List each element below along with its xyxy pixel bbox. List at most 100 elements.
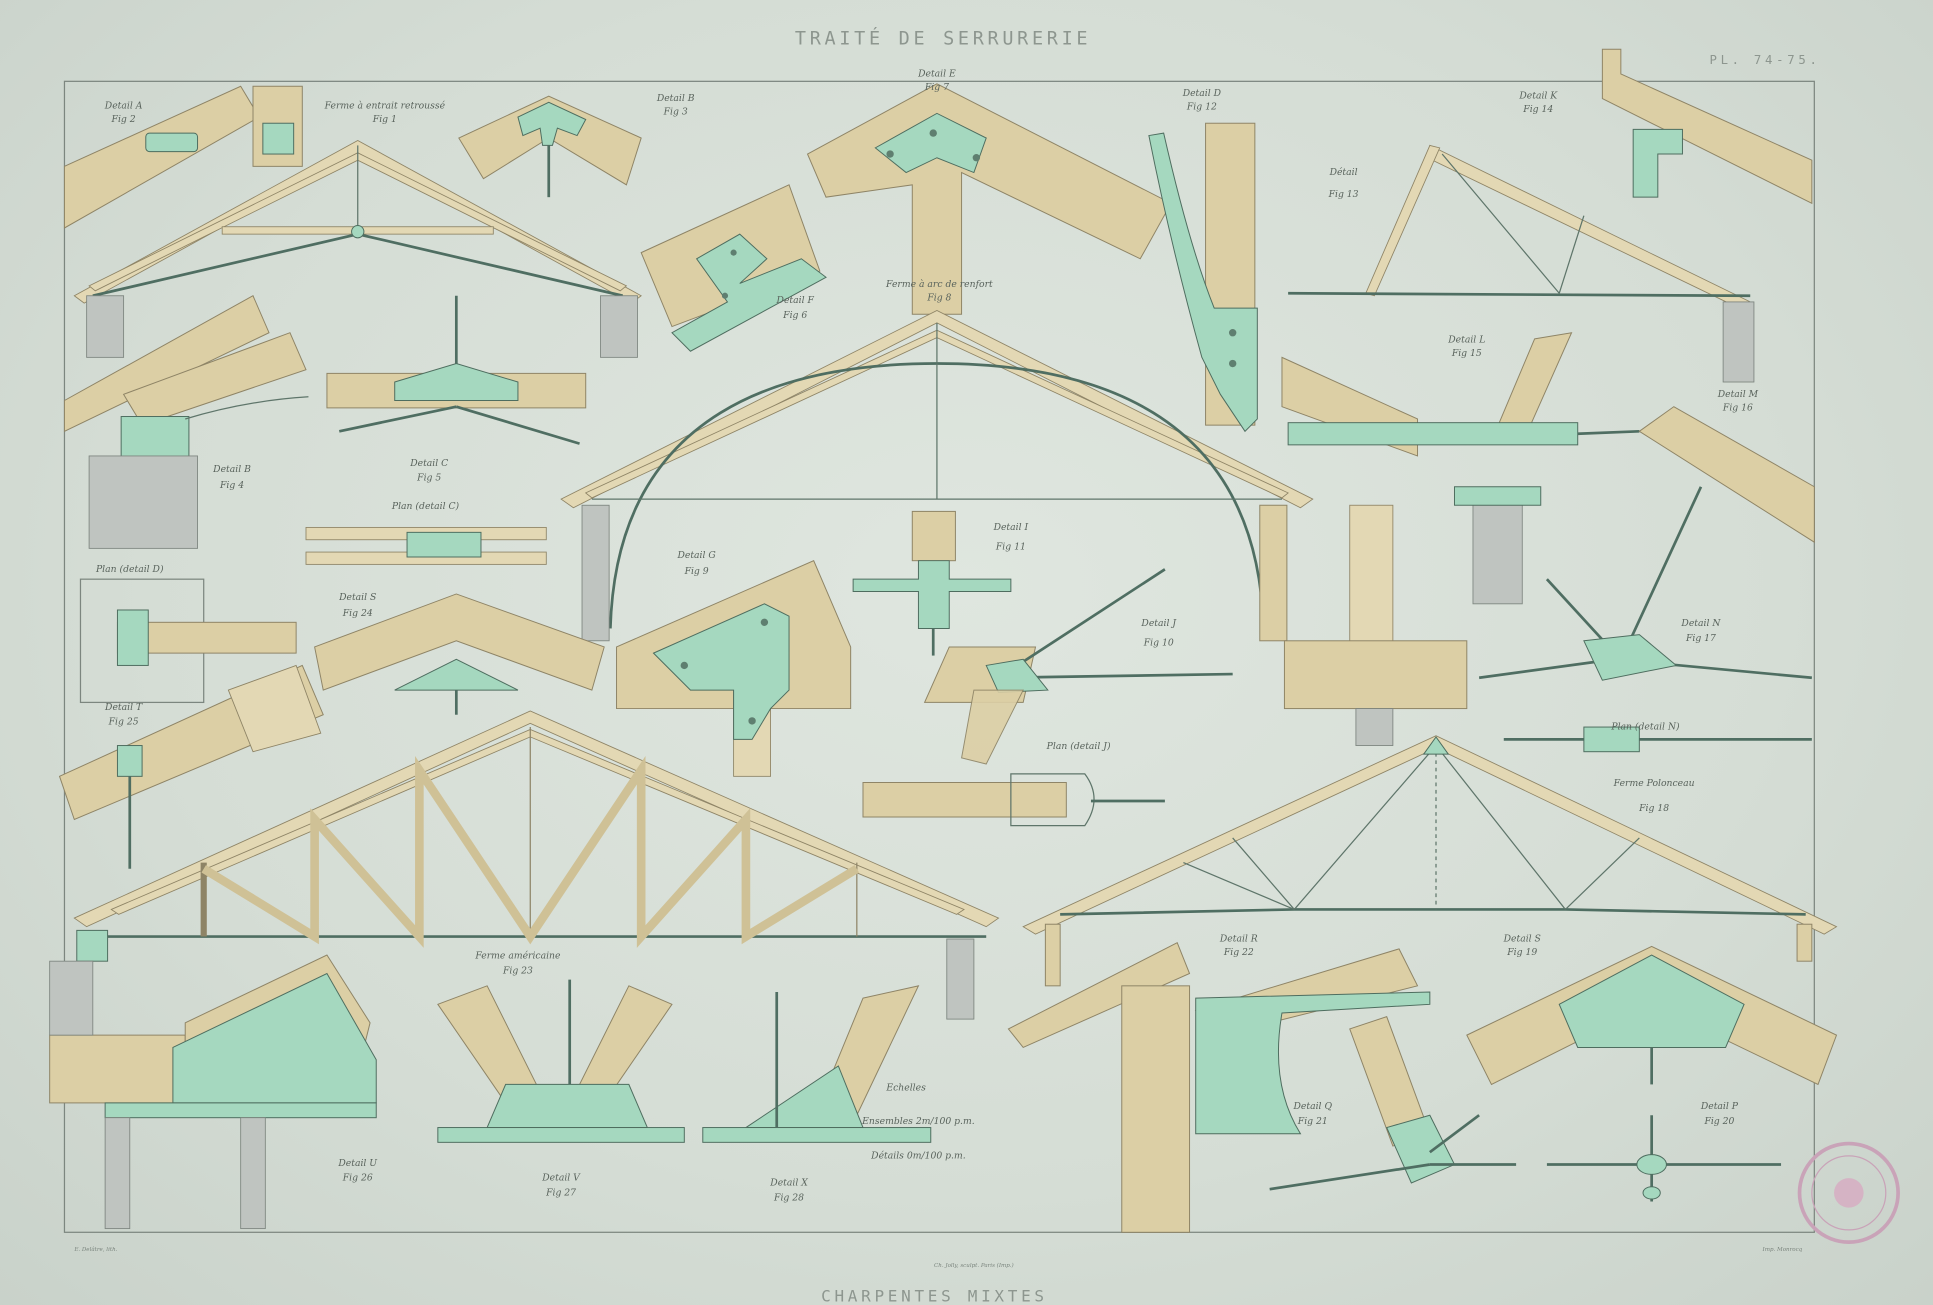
figure-title: Detail A xyxy=(104,100,143,111)
figure-title: Detail M xyxy=(1717,389,1759,400)
figure-title: Ferme Polonceau xyxy=(1613,778,1695,789)
scales-heading: Echelles xyxy=(885,1083,926,1094)
detail-l-fig15 xyxy=(1281,332,1815,648)
figure-number: Fig 2 xyxy=(111,114,136,125)
detail-c-fig5 xyxy=(305,295,587,565)
figure-number: Fig 17 xyxy=(1685,633,1716,644)
figure-title: Detail T xyxy=(104,702,143,713)
plate-subtitle: CHARPENTES MIXTES xyxy=(821,1286,1048,1305)
detail-n-fig17 xyxy=(1283,504,1812,753)
detail-f-fig6 xyxy=(640,184,827,352)
figure-title: Detail U xyxy=(337,1158,378,1169)
figure-title: Detail B xyxy=(212,464,251,475)
figure-number: Fig 1 xyxy=(372,114,397,125)
detail-r-fig22 xyxy=(1007,942,1431,1233)
detail-t-fig25 xyxy=(58,664,324,869)
figure-number: Fig 10 xyxy=(1143,638,1174,649)
figure-title: Detail S xyxy=(1503,933,1541,944)
figure-number: Fig 15 xyxy=(1451,348,1482,359)
figure-title: Plan (detail J) xyxy=(1046,741,1111,752)
figure-title: Detail E xyxy=(917,68,956,79)
detail-b-fig4 xyxy=(63,295,309,549)
library-stamp xyxy=(1797,1141,1900,1245)
fig8-truss xyxy=(560,310,1314,642)
detail-v-fig27 xyxy=(437,979,685,1143)
figure-number: Fig 5 xyxy=(416,473,441,484)
figure-title: Detail G xyxy=(676,550,715,561)
detail-q-fig21 xyxy=(1269,1016,1517,1191)
figure-number: Fig 27 xyxy=(545,1187,576,1198)
detail-s-fig24 xyxy=(314,593,605,715)
figure-number: Fig 11 xyxy=(995,542,1026,553)
figure-number: Fig 28 xyxy=(773,1192,804,1203)
figure-number: Fig 16 xyxy=(1722,402,1753,413)
figure-title: Detail S xyxy=(338,592,376,603)
detail-x-fig28 xyxy=(702,985,932,1143)
plan-detail-d xyxy=(79,578,297,704)
figure-number: Fig 20 xyxy=(1703,1116,1734,1127)
figure-title: Detail K xyxy=(1518,91,1558,102)
figure-title: Plan (detail D) xyxy=(95,564,164,575)
drawing-frame xyxy=(63,80,1815,1233)
figure-title: Detail Q xyxy=(1293,1101,1333,1112)
detail-e-fig7 xyxy=(806,83,1172,315)
figure-title: Detail N xyxy=(1680,618,1721,629)
detail-g-fig9 xyxy=(616,560,852,777)
figure-title: Ferme américaine xyxy=(474,951,561,962)
figure-number: Fig 13 xyxy=(1328,189,1359,200)
figure-title: Plan (detail C) xyxy=(391,501,460,512)
figure-title: Detail B xyxy=(656,93,695,104)
detail-a xyxy=(63,85,303,229)
figure-number: Fig 6 xyxy=(782,310,807,321)
figure-title: Detail R xyxy=(1219,933,1258,944)
figure-number: Fig 26 xyxy=(342,1173,373,1184)
fig1-truss xyxy=(73,139,642,358)
figure-number: Fig 25 xyxy=(108,717,139,728)
fig18-truss xyxy=(1022,735,1838,987)
fig13-truss xyxy=(1288,48,1813,383)
figure-number: Fig 8 xyxy=(926,293,951,304)
detail-b-fig3 xyxy=(458,95,642,198)
figure-title: Detail C xyxy=(409,458,448,469)
figure-number: Fig 14 xyxy=(1522,104,1553,115)
figure-number: Fig 22 xyxy=(1223,947,1254,958)
scale-details: Détails 0m/100 p.m. xyxy=(870,1150,966,1161)
figure-title: Detail D xyxy=(1182,88,1222,99)
detail-s-fig19 xyxy=(1466,945,1838,1086)
figure-number: Fig 7 xyxy=(924,82,949,93)
detail-d-fig12 xyxy=(1148,122,1258,433)
figure-title: Detail J xyxy=(1140,618,1177,629)
detail-u-fig26 xyxy=(49,954,377,1230)
figure-number: Fig 19 xyxy=(1506,947,1537,958)
engraver-left: E. Delâtre, lith. xyxy=(73,1246,117,1253)
figure-title: Ferme à entrait retroussé xyxy=(324,100,446,111)
figure-title: Detail V xyxy=(541,1173,581,1184)
figure-title: Ferme à arc de renfort xyxy=(885,279,993,290)
plate-title: TRAITÉ DE SERRURERIE xyxy=(795,27,1091,49)
figure-title: Detail X xyxy=(769,1177,808,1188)
figure-number: Fig 3 xyxy=(663,107,688,118)
engraver-right: Imp. Monrocq xyxy=(1762,1247,1803,1253)
figure-number: Fig 21 xyxy=(1297,1116,1328,1127)
figure-number: Fig 4 xyxy=(219,480,244,491)
figure-number: Fig 12 xyxy=(1186,102,1217,113)
printer-credit: Ch. Jolly, sculpt. Paris (Imp.) xyxy=(934,1262,1014,1269)
detail-j-fig10 xyxy=(862,568,1233,827)
figure-number: Fig 9 xyxy=(684,566,709,577)
figure-title: Detail I xyxy=(993,522,1029,533)
figure-number: Fig 18 xyxy=(1638,803,1669,814)
detail-i-fig11 xyxy=(852,510,1012,656)
fig23-truss xyxy=(73,710,1000,1020)
figure-title: Detail L xyxy=(1447,335,1485,346)
figure-number: Fig 24 xyxy=(342,608,373,619)
plate-number: PL. 74-75. xyxy=(1709,53,1820,67)
figure-title: Detail F xyxy=(776,295,815,306)
figure-title: Plan (detail N) xyxy=(1610,722,1680,733)
figure-title: Détail xyxy=(1329,167,1358,178)
figure-title: Detail P xyxy=(1700,1101,1739,1112)
scale-ensembles: Ensembles 2m/100 p.m. xyxy=(861,1116,975,1127)
detail-p-fig20 xyxy=(1546,1115,1782,1202)
